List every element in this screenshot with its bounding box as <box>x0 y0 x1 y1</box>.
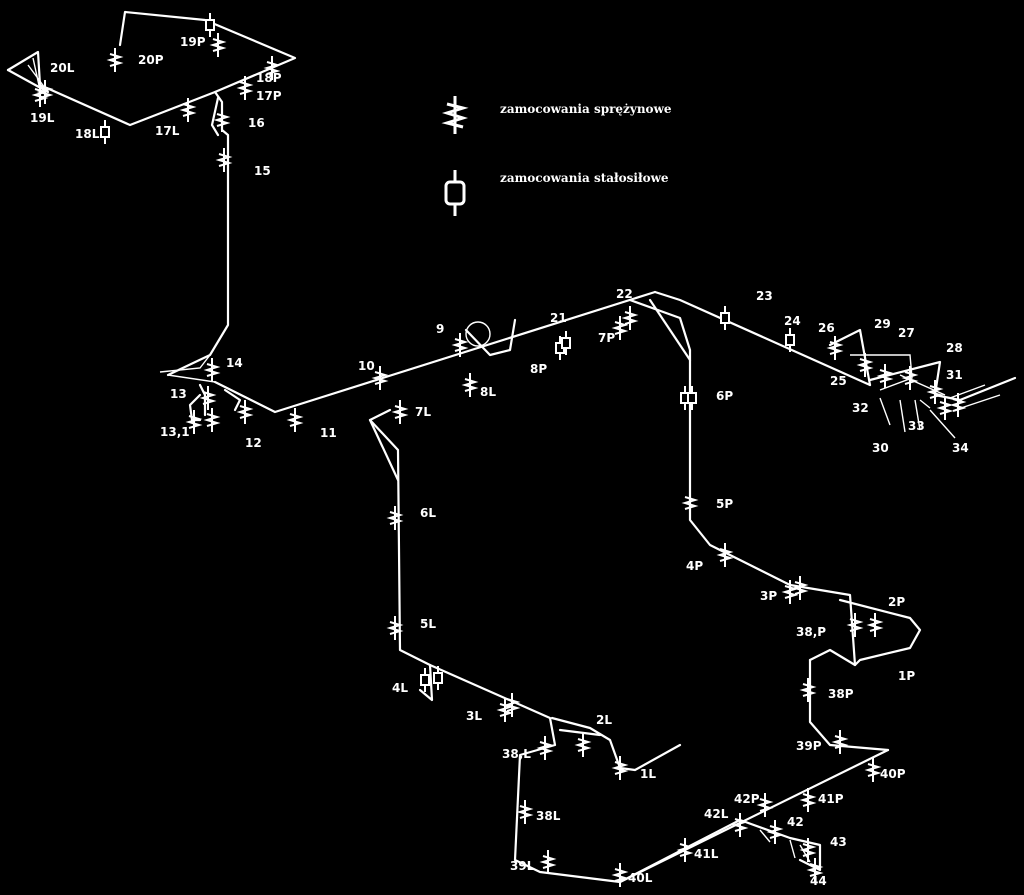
label-7P: 7P <box>598 331 615 345</box>
label-43: 43 <box>830 835 847 849</box>
label-33: 33 <box>908 419 925 433</box>
label-13-1: 13,1 <box>160 425 190 439</box>
label-5L: 5L <box>420 617 436 631</box>
support-symbols <box>34 12 964 888</box>
label-41P: 41P <box>818 792 844 806</box>
label-21: 21 <box>550 311 567 325</box>
label-19L: 19L <box>30 111 55 125</box>
label-4L: 4L <box>392 681 408 695</box>
label-41L: 41L <box>694 847 719 861</box>
label-18P: 18P <box>256 71 282 85</box>
label-3P: 3P <box>760 589 777 603</box>
legend-spring-label: zamocowania sprężynowe <box>500 102 672 116</box>
label-29: 29 <box>874 317 891 331</box>
label-22: 22 <box>616 287 633 301</box>
label-19P: 19P <box>180 35 206 49</box>
label-38P-comma: 38,P <box>796 625 826 639</box>
label-28: 28 <box>946 341 963 355</box>
label-2L: 2L <box>596 713 612 727</box>
label-23: 23 <box>756 289 773 303</box>
label-40L: 40L <box>628 871 653 885</box>
label-18L: 18L <box>75 127 100 141</box>
label-38L: 38L <box>536 809 561 823</box>
label-6P: 6P <box>716 389 733 403</box>
label-20L: 20L <box>50 61 75 75</box>
label-3L: 3L <box>466 709 482 723</box>
label-16: 16 <box>248 116 265 130</box>
label-38L-comma: 38,L <box>502 747 531 761</box>
label-8P: 8P <box>530 362 547 376</box>
label-17P: 17P <box>256 89 282 103</box>
label-7L: 7L <box>415 405 431 419</box>
label-17L: 17L <box>155 124 180 138</box>
rigid-support-icon <box>444 170 466 216</box>
label-2P: 2P <box>888 595 905 609</box>
label-1P: 1P <box>898 669 915 683</box>
label-4P: 4P <box>686 559 703 573</box>
label-38P: 38P <box>828 687 854 701</box>
label-39L: 39L <box>510 859 535 873</box>
legend-rigid-label: zamocowania stałosiłowe <box>500 171 669 185</box>
spring-support-icon <box>441 96 469 134</box>
label-31: 31 <box>946 368 963 382</box>
legend: zamocowania sprężynowe zamocowania stało… <box>441 96 672 216</box>
label-25: 25 <box>830 374 847 388</box>
label-34: 34 <box>952 441 969 455</box>
support-labels: 20L 20P 19P 18P 17P 19L 18L 17L 16 15 14… <box>30 35 969 888</box>
label-26: 26 <box>818 321 835 335</box>
label-12: 12 <box>245 436 262 450</box>
label-40P: 40P <box>880 767 906 781</box>
label-11: 11 <box>320 426 337 440</box>
label-9: 9 <box>436 322 444 336</box>
label-20P: 20P <box>138 53 164 67</box>
label-27-top: 27 <box>898 326 915 340</box>
label-6L: 6L <box>420 506 436 520</box>
label-10: 10 <box>358 359 375 373</box>
label-42P: 42P <box>734 792 760 806</box>
label-42: 42 <box>787 815 804 829</box>
label-13: 13 <box>170 387 187 401</box>
label-1L: 1L <box>640 767 656 781</box>
label-24: 24 <box>784 314 801 328</box>
label-39P: 39P <box>796 739 822 753</box>
label-30: 30 <box>872 441 889 455</box>
label-15: 15 <box>254 164 271 178</box>
label-5P: 5P <box>716 497 733 511</box>
label-44: 44 <box>810 874 827 888</box>
label-14: 14 <box>226 356 243 370</box>
label-8L: 8L <box>480 385 496 399</box>
label-32: 32 <box>852 401 869 415</box>
label-42L: 42L <box>704 807 729 821</box>
